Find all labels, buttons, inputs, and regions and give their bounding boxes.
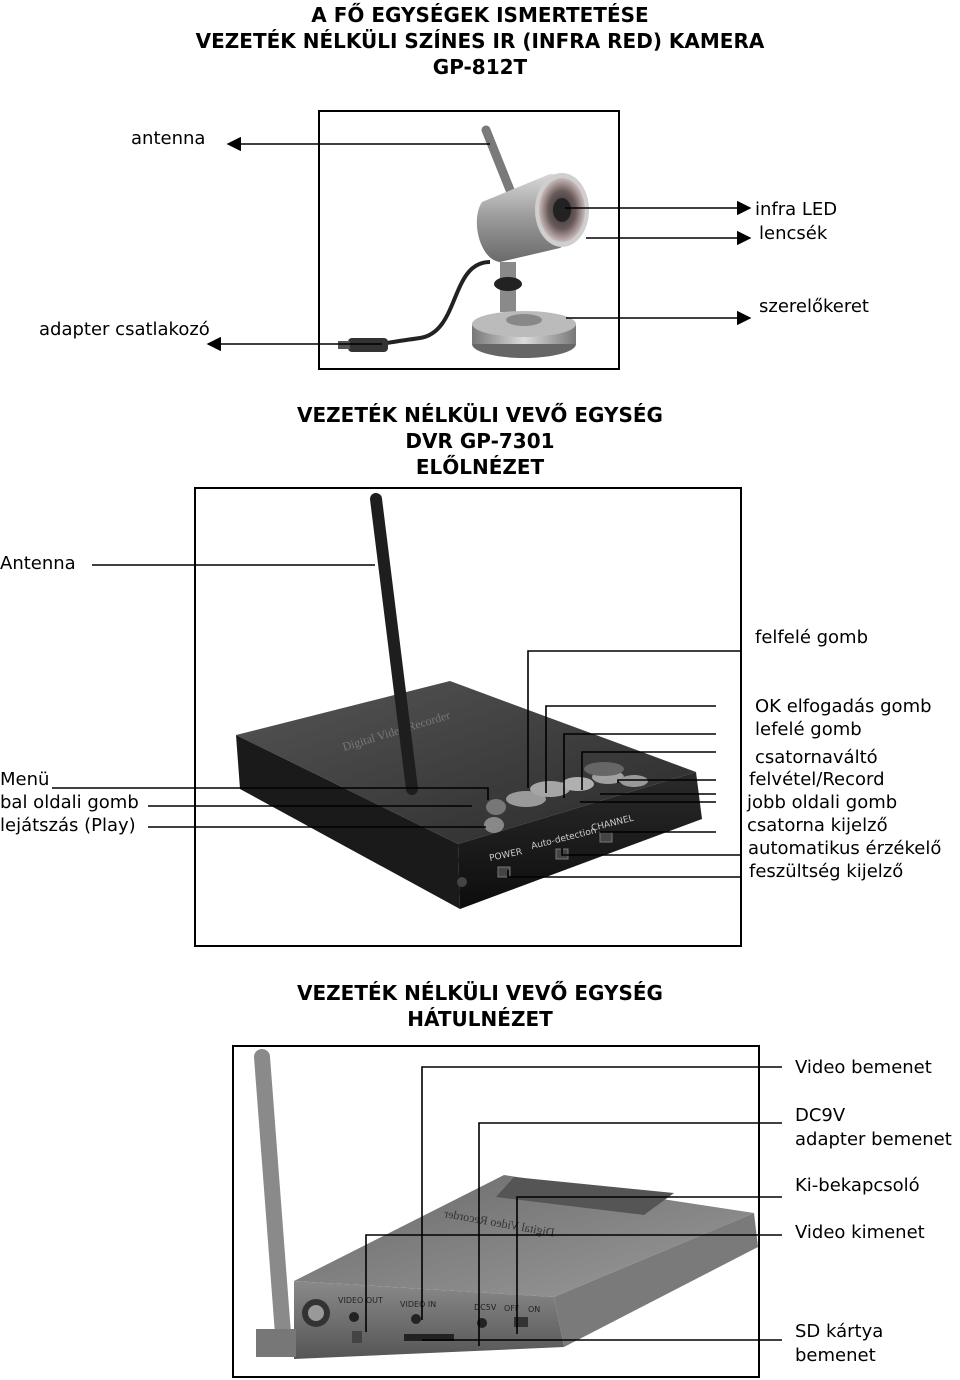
panel-dc5v-text: DC5V <box>474 1303 497 1312</box>
label-video-output: Video kimenet <box>795 1222 925 1243</box>
panel-video-out-text: VIDEO OUT <box>338 1296 383 1305</box>
label-infra-led: infra LED <box>755 199 838 220</box>
label-auto-detection: automatikus érzékelő <box>748 838 942 859</box>
label-record: felvétel/Record <box>749 769 885 790</box>
label-up-button: felfelé gomb <box>755 627 869 648</box>
label-left-button: bal oldali gomb <box>0 792 139 813</box>
label-menu: Menü <box>0 769 50 790</box>
back-title-line1: VEZETÉK NÉLKÜLI VEVŐ EGYSÉG <box>297 981 663 1005</box>
label-sd-card: SD kártya <box>795 1321 884 1342</box>
menu-button <box>506 791 546 807</box>
label-channel-switch: csatornaváltó <box>755 747 878 768</box>
label-dc9v: DC9V <box>795 1105 846 1126</box>
dvr-front-illustration: Digital Video Recorder POWER Auto-detect… <box>236 493 702 909</box>
label-video-input: Video bemenet <box>795 1057 932 1078</box>
back-title-line2: HÁTULNÉZET <box>407 1007 553 1031</box>
label-right-button: jobb oldali gomb <box>747 792 898 813</box>
label-channel-indicator: csatorna kijelző <box>747 815 888 836</box>
panel-video-in-text: VIDEO IN <box>400 1300 436 1309</box>
front-title-line2: DVR GP-7301 <box>405 429 555 453</box>
camera-photo-frame <box>318 110 620 370</box>
label-adapter-input: adapter bemenet <box>795 1129 952 1150</box>
doc-title-line3: GP-812T <box>432 55 528 79</box>
front-title-line3: ELŐLNÉZET <box>415 455 545 479</box>
label-play: lejátszás (Play) <box>0 815 136 836</box>
front-title-line1: VEZETÉK NÉLKÜLI VEVŐ EGYSÉG <box>297 403 663 427</box>
front-photo-frame: Digital Video Recorder POWER Auto-detect… <box>194 487 742 947</box>
label-front-antenna: Antenna <box>0 553 76 574</box>
label-ok-button: OK elfogadás gomb <box>755 696 932 717</box>
label-sd-input: bemenet <box>795 1345 876 1366</box>
camera-illustration <box>338 125 589 358</box>
panel-off-text: OFF <box>504 1304 520 1313</box>
label-lenses: lencsék <box>759 223 828 244</box>
label-antenna: antenna <box>131 128 206 149</box>
panel-on-text: ON <box>528 1305 540 1314</box>
doc-title-line2: VEZETÉK NÉLKÜLI SZÍNES IR (INFRA RED) KA… <box>195 29 765 53</box>
label-down-button: lefelé gomb <box>755 719 862 740</box>
doc-title-line1: A FŐ EGYSÉGEK ISMERTETÉSE <box>311 3 649 27</box>
label-adapter-connector: adapter csatlakozó <box>39 319 210 340</box>
label-mount: szerelőkeret <box>759 296 869 317</box>
label-power-indicator: feszültség kijelző <box>749 861 904 882</box>
label-power-switch: Ki-bekapcsoló <box>795 1175 920 1196</box>
